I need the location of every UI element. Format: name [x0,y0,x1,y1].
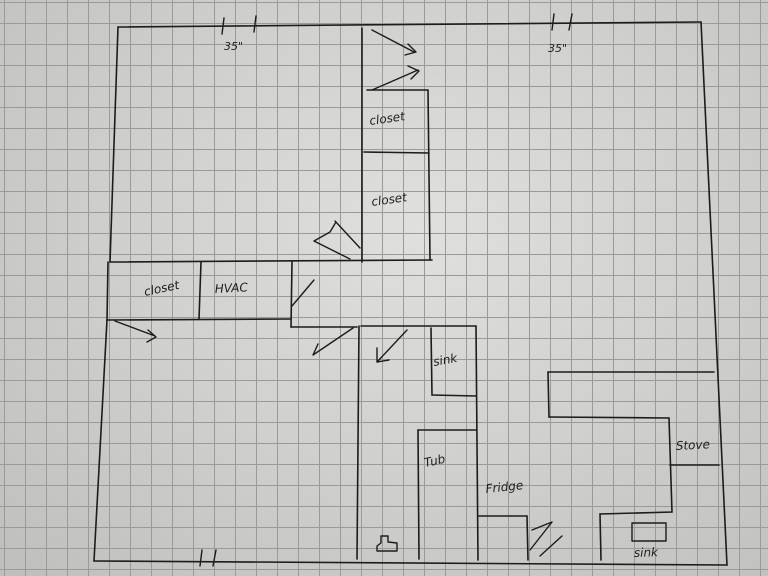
door-swing-hall [312,327,354,356]
label-hvac: HVAC [214,280,248,296]
hallway-top-wall [109,259,433,263]
hvac-right-wall [290,261,293,328]
counter-bottom [548,416,670,419]
door-swing-bath [376,329,408,363]
kitchen-sink-basin-icon [631,522,667,542]
label-closet-upper: closet [368,109,406,128]
outer-walls [93,21,728,566]
label-closet-mid: closet [370,190,408,209]
sink-cabinet [430,327,477,397]
tick-top-right [551,13,573,31]
dimension-top-right: 35" [548,42,567,55]
dimension-ticks [199,13,573,567]
door-swing-pantry [529,521,563,557]
door-swing-entry [114,320,157,343]
wall-left-upper [109,26,119,263]
label-sink-bath: sink [432,351,459,369]
door-swing-hvac [291,279,315,307]
label-stove: Stove [675,437,710,453]
wall-bottom [93,560,728,566]
bath-right-wall [475,325,479,561]
wall-left-lower [93,319,108,562]
tub-outline [417,429,477,560]
label-fridge: Fridge [485,478,524,496]
stove-outline [599,417,673,561]
door-swings [114,29,563,557]
interior-walls [106,27,720,561]
tick-top-left [221,15,257,35]
left-closet-left [106,261,109,321]
label-tub: Tub [423,452,447,470]
bath-left-wall [356,325,360,560]
door-swing-bedroom-top [371,29,417,56]
toilet-icon [376,535,398,552]
closet-hvac-divider [198,261,202,320]
wall-right [700,21,728,566]
wall-top [117,21,702,28]
label-closet-left: closet [143,278,182,299]
closet-divider [363,151,430,154]
counter-left [547,371,550,418]
door-swing-closet-bifold [313,220,361,260]
dimension-top-left: 35" [224,40,243,53]
label-sink-kitchen: sink [634,545,660,560]
fridge-outline [478,515,529,561]
closet-block-outline [366,89,431,261]
door-swing-bedroom-closet [371,65,420,91]
tick-bottom [199,549,217,567]
